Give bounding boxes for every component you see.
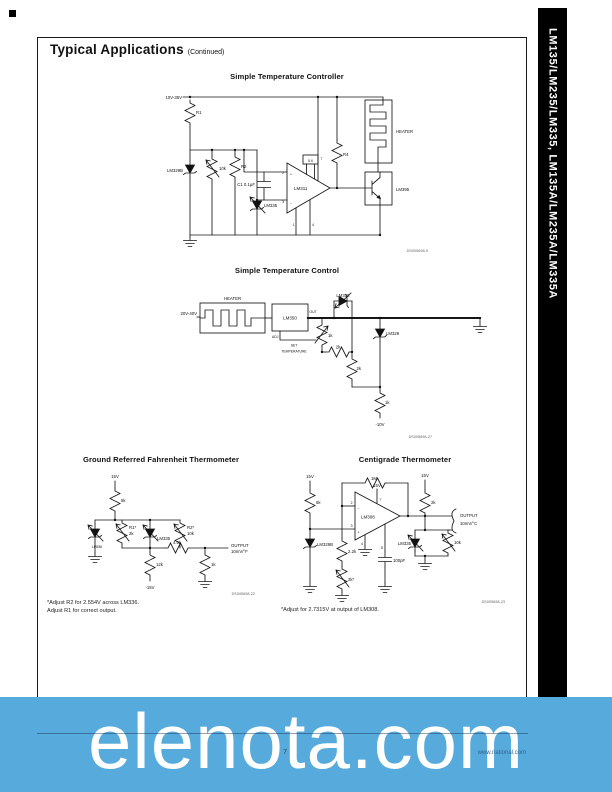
c4-r-left-label: 6k bbox=[316, 500, 321, 505]
c2-out-pin: OUT bbox=[310, 310, 317, 314]
watermark-text: elenota.com bbox=[88, 696, 524, 785]
c2-supply-label: 20V-40V bbox=[181, 311, 198, 316]
circuit4-footnote: *Adjust for 2.7315V at output of LM308. bbox=[281, 606, 379, 614]
c2-r3-label: 1k bbox=[385, 400, 390, 405]
c2-zener-label: LM329 bbox=[386, 331, 400, 336]
c4-output-label-2: 10mV/°C bbox=[460, 521, 477, 526]
c2-pot-label: 1k bbox=[328, 333, 333, 338]
watermark-banner: elenota.com bbox=[0, 696, 612, 792]
c1-pin4: 4 bbox=[312, 223, 314, 227]
c2-set-label-2: TEMPERATURE bbox=[281, 350, 307, 354]
c4-pin3: 3 bbox=[351, 524, 353, 528]
c3-rseries-label: 4.5k bbox=[173, 540, 182, 545]
c1-r1-label: R1 bbox=[196, 110, 202, 115]
circuit1-wiring: 10V-35V R1 LM329B 10k R2 LM335 C1 0.1μF … bbox=[166, 95, 429, 253]
c3-vneg-label: -15V bbox=[145, 585, 154, 590]
c1-cap-label: C1 0.1μF bbox=[237, 182, 255, 187]
c2-heater-label: HEATER bbox=[224, 296, 241, 301]
c4-sensor-label: LM335 bbox=[398, 541, 412, 546]
c4-r-mid-label: 2.2k bbox=[348, 549, 357, 554]
c4-minus: − bbox=[358, 507, 360, 511]
c1-heater-label: HEATER bbox=[396, 129, 413, 134]
c1-plus: + bbox=[290, 173, 292, 177]
c3-sensor-label: LM335 bbox=[157, 536, 171, 541]
page-title-continued: (Continued) bbox=[187, 49, 225, 56]
c4-pin2: 2 bbox=[351, 501, 353, 505]
c1-transistor-label: LM395 bbox=[396, 187, 410, 192]
c3-pot-right-name: R2* bbox=[187, 525, 194, 530]
c1-r2-label: R2 bbox=[241, 164, 247, 169]
c1-figure-caption: DS005698-9 bbox=[407, 249, 428, 253]
circuit4-title: Centigrade Thermometer bbox=[358, 455, 452, 464]
circuit3-footnote: *Adjust R2 for 2.554V across LM336. Adju… bbox=[47, 599, 139, 616]
c4-ref-label: LM329B bbox=[317, 542, 333, 547]
page-bottom-border-line bbox=[37, 733, 528, 734]
c2-adj-pin: ADJ bbox=[272, 335, 279, 339]
page-title: Typical Applications bbox=[50, 42, 184, 57]
c4-output-label-1: OUTPUT bbox=[460, 513, 478, 518]
c4-r-right-label: 2k bbox=[431, 500, 436, 505]
circuit1-title: Simple Temperature Controller bbox=[230, 72, 344, 81]
c4-opamp-label: LM308 bbox=[361, 515, 375, 520]
c1-pot-label: 10k bbox=[219, 166, 227, 171]
c1-opamp-label: LM311 bbox=[294, 186, 308, 191]
c4-r-fb-label: 1M bbox=[371, 476, 377, 481]
circuit3-title: Ground Referred Fahrenheit Thermometer bbox=[82, 455, 240, 464]
c1-supply-label: 10V-35V bbox=[166, 95, 183, 100]
c1-pin2: 2 bbox=[282, 171, 284, 175]
c2-vneg-label: -10V bbox=[375, 422, 384, 427]
c3-figure-caption: DS005698-22 bbox=[232, 592, 255, 596]
c2-figure-caption: DS005698-27 bbox=[409, 435, 432, 439]
circuit3-footnote-line2: Adjust R1 for correct output. bbox=[47, 608, 117, 615]
circuit2-title: Simple Temperature Control bbox=[234, 266, 340, 275]
c2-r2-label: 2k bbox=[357, 366, 362, 371]
c4-pin8: 8 bbox=[381, 546, 383, 550]
c3-output-label-1: OUTPUT bbox=[231, 543, 249, 548]
c1-pin1: 1 bbox=[293, 223, 295, 227]
c4-plus: + bbox=[358, 531, 360, 535]
c1-sensor-label: LM335 bbox=[264, 203, 278, 208]
c4-figure-caption: DS005698-23 bbox=[482, 600, 505, 604]
c1-ref-label: LM329B bbox=[167, 168, 183, 173]
c4-pin4: 4 bbox=[361, 542, 363, 546]
c3-supply-label: 15V bbox=[111, 474, 119, 479]
c3-pot-right-value: 10k bbox=[187, 531, 195, 536]
c3-pot-left-name: R1* bbox=[129, 525, 136, 530]
c4-vplus-label: 15V bbox=[373, 483, 381, 488]
c1-pin56: 5 6 bbox=[308, 159, 313, 163]
c3-ref-label: LM336 bbox=[92, 545, 102, 549]
c1-r4-label: R4 bbox=[343, 152, 349, 157]
c4-cap-label: 100pF bbox=[393, 558, 406, 563]
c4-supply-left-label: 15V bbox=[306, 474, 314, 479]
c3-rright-label: 1k bbox=[211, 562, 216, 567]
c4-supply-right-label: 15V bbox=[421, 473, 429, 478]
c3-rtop-label: 6k bbox=[121, 498, 126, 503]
page-number: 7 bbox=[283, 747, 288, 756]
c3-pot-left-value: 2k bbox=[129, 531, 134, 536]
circuit4-footnote-line1: *Adjust for 2.7315V at output of LM308. bbox=[281, 607, 379, 613]
page-header: Typical Applications(Continued) bbox=[50, 41, 224, 59]
sidebar-part-numbers: LM135/LM235/LM335, LM135A/LM235A/LM335A bbox=[546, 28, 559, 299]
c4-pot-right-label: 10k bbox=[454, 540, 462, 545]
c2-regulator-label: LM350 bbox=[283, 316, 297, 321]
c2-r1-label: 2k bbox=[336, 345, 341, 350]
c3-rmid-label: 12k bbox=[156, 562, 164, 567]
circuit3-wiring: 15V 6k LM336 R1* 2k LM335 R2* 10k 4.5k O… bbox=[88, 474, 255, 596]
c4-pin7: 7 bbox=[380, 498, 382, 502]
c4-pot-mid-label: 2k* bbox=[348, 577, 355, 582]
c1-pin3: 3 bbox=[282, 200, 284, 204]
c3-output-label-2: 10mV/°F bbox=[231, 549, 248, 554]
c2-sensor-label: LM335 bbox=[336, 293, 350, 298]
circuit4-wiring: 15V 6k LM329B 2.2k 2k* LM308 2 3 − + 15V… bbox=[303, 473, 505, 604]
circuit2-wiring: 20V-40V HEATER LM350 OUT ADJ SET TEMPERA… bbox=[181, 293, 487, 439]
registration-mark bbox=[9, 10, 16, 17]
c1-minus: − bbox=[290, 202, 292, 206]
c2-set-label-1: SET bbox=[291, 344, 298, 348]
c1-pin7: 7 bbox=[321, 157, 323, 161]
footer-website: www.national.com bbox=[477, 750, 526, 756]
sidebar-part-number-bar: LM135/LM235/LM335, LM135A/LM235A/LM335A bbox=[538, 8, 567, 702]
circuit3-footnote-line1: *Adjust R2 for 2.554V across LM336. bbox=[47, 600, 140, 606]
